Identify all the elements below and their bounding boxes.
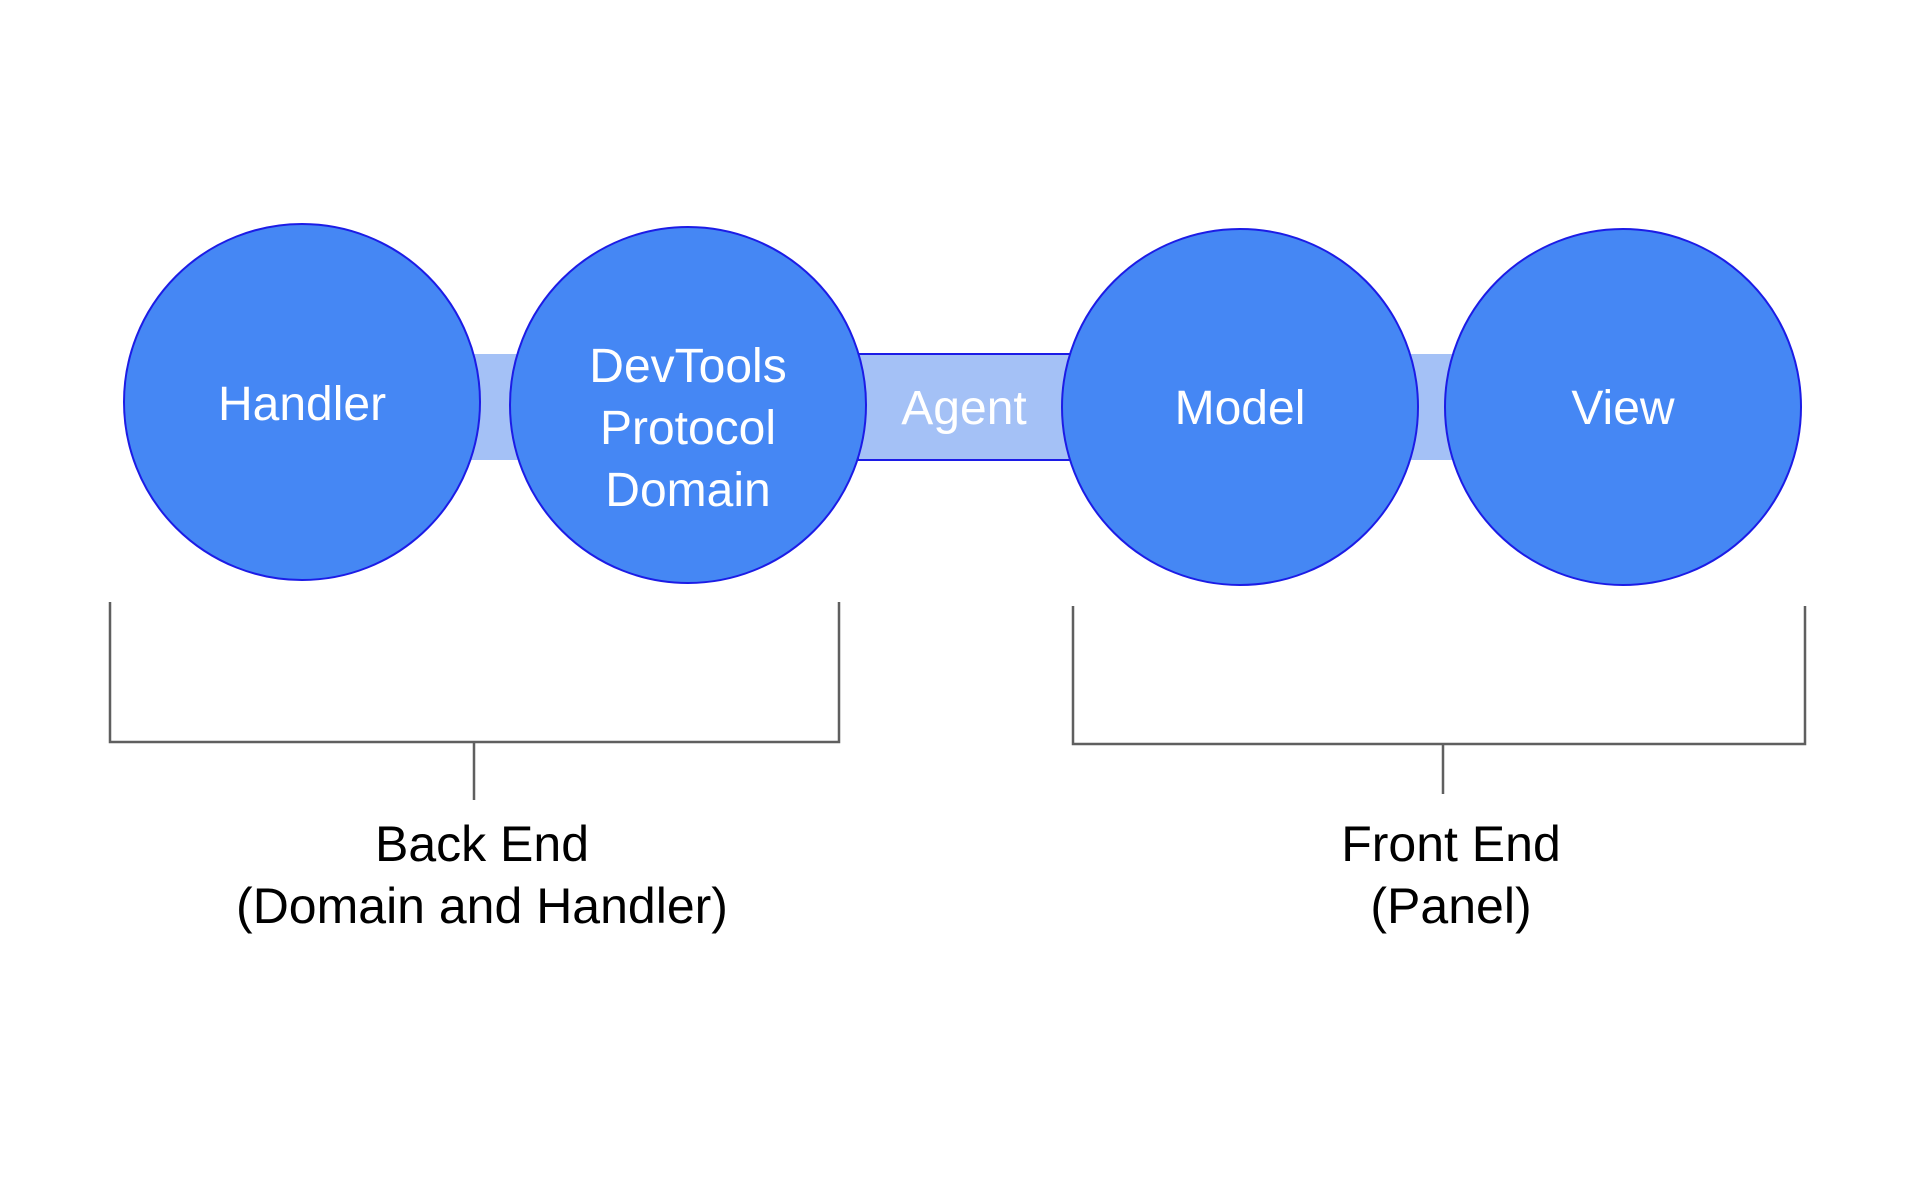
model-label: Model: [1175, 382, 1306, 435]
devtools-label-line-3: Domain: [605, 464, 770, 517]
model-node: [1061, 228, 1419, 586]
front-end-title: Front End: [1341, 816, 1561, 872]
front-end-bracket: [1071, 606, 1807, 794]
devtools-label-line-2: Protocol: [600, 402, 776, 455]
front-end-subtitle: (Panel): [1370, 878, 1531, 934]
agent-connector: [857, 353, 1081, 461]
devtools-label-line-1: DevTools: [589, 340, 786, 393]
handler-label: Handler: [218, 378, 386, 431]
devtools-protocol-domain-node: [509, 226, 867, 584]
handler-node: [123, 223, 481, 581]
back-end-subtitle: (Domain and Handler): [236, 878, 728, 934]
view-label: View: [1571, 382, 1675, 435]
view-node: [1444, 228, 1802, 586]
agent-label: Agent: [901, 382, 1026, 435]
back-end-title: Back End: [375, 816, 589, 872]
back-end-bracket: [108, 602, 841, 800]
